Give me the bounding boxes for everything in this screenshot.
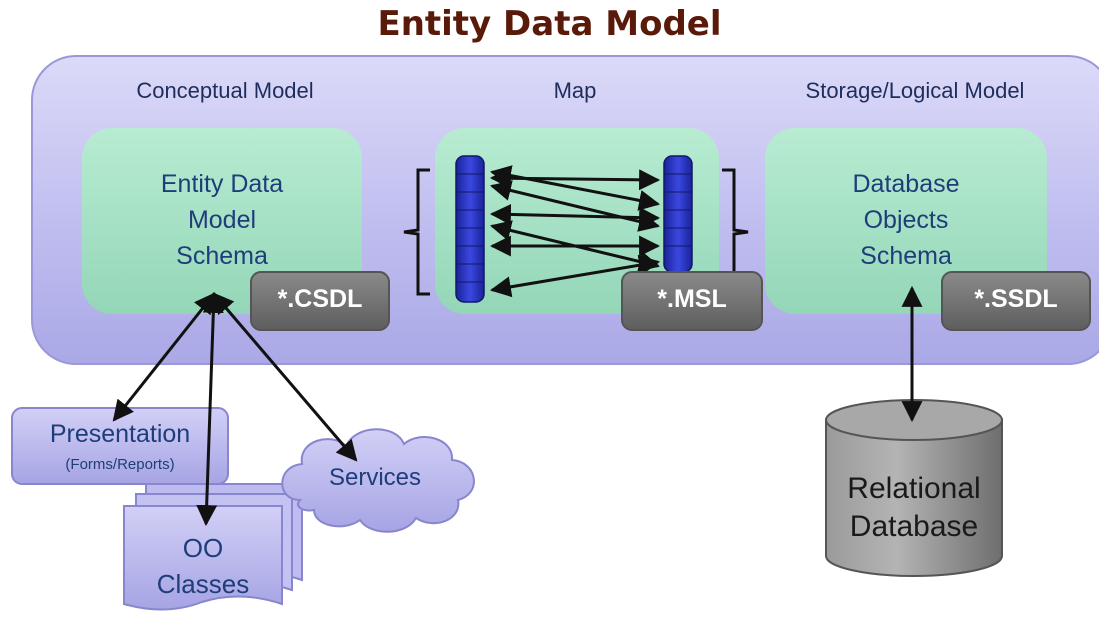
database-line-2: Database	[849, 510, 979, 543]
edm-schema-line-3: Schema	[176, 242, 268, 270]
oo-classes-line-2: Classes	[156, 569, 250, 599]
map-label: Map	[553, 78, 597, 103]
conceptual-model-label: Conceptual Model	[136, 78, 314, 103]
presentation-label: Presentation	[49, 420, 191, 448]
edm-schema-line-1: Entity Data	[160, 170, 284, 198]
left-bracket	[403, 168, 430, 296]
ssdl-tag	[941, 271, 1091, 331]
mapping-arrows	[489, 165, 661, 298]
diagram-title: Entity Data Model	[377, 4, 722, 44]
edm-schema-text: Entity Data Model Schema	[82, 166, 362, 274]
oo-classes-text: OO Classes	[124, 530, 282, 602]
db-schema-box	[765, 128, 1047, 314]
conceptual-column	[455, 155, 485, 303]
database-line-1: Relational	[847, 472, 981, 505]
presentation-sublabel: (Forms/Reports)	[65, 456, 175, 473]
storage-column	[663, 155, 693, 273]
connector-arrows	[112, 285, 923, 527]
db-schema-line-1: Database	[852, 170, 960, 198]
services-label: Services	[328, 464, 422, 491]
storage-model-label: Storage/Logical Model	[805, 78, 1025, 103]
edm-schema-line-2: Model	[187, 206, 257, 234]
ssdl-tag-label: *.SSDL	[974, 285, 1058, 313]
db-schema-line-3: Schema	[860, 242, 952, 270]
edm-schema-box	[82, 128, 362, 314]
msl-tag	[621, 271, 763, 331]
csdl-tag-label: *.CSDL	[277, 285, 363, 313]
msl-tag-label: *.MSL	[657, 285, 727, 313]
oo-classes-line-1: OO	[182, 533, 224, 563]
db-schema-text: Database Objects Schema	[765, 166, 1047, 274]
oo-classes-stack	[123, 483, 303, 611]
database-text: Relational Database	[826, 470, 1002, 546]
db-schema-line-2: Objects	[863, 206, 949, 234]
